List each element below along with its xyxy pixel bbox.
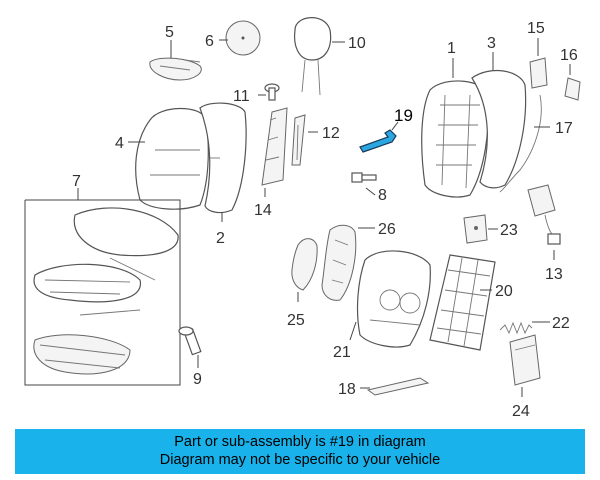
callout-25: 25 — [287, 312, 305, 329]
leader-19 — [391, 121, 399, 131]
callout-18: 18 — [338, 381, 356, 398]
callout-23: 23 — [500, 222, 518, 239]
part-14-shape — [261, 107, 288, 186]
callout-5: 5 — [165, 24, 174, 41]
part-6-shape — [225, 20, 261, 56]
part-24-shape — [509, 334, 541, 386]
callout-22: 22 — [552, 315, 570, 332]
part-21-shape — [356, 250, 431, 348]
part-1-shape — [421, 80, 489, 198]
part-5-shape — [149, 57, 202, 81]
callout-9: 9 — [193, 371, 202, 388]
callout-8: 8 — [378, 187, 387, 204]
callout-15: 15 — [527, 20, 545, 37]
callout-19: 19 — [394, 106, 413, 125]
part-2-shape — [199, 102, 247, 214]
callout-3: 3 — [487, 35, 496, 52]
part-22-shape — [499, 321, 533, 335]
part-13-shape — [527, 184, 561, 245]
callout-16: 16 — [560, 47, 578, 64]
part-8-shape — [351, 172, 377, 183]
info-banner-line-1: Part or sub-assembly is #19 in diagram — [174, 434, 426, 450]
part-11-shape — [264, 83, 280, 101]
callout-7: 7 — [72, 173, 81, 190]
leader-21 — [349, 321, 357, 341]
callout-17: 17 — [555, 120, 573, 137]
callout-1: 1 — [447, 40, 456, 57]
callout-13: 13 — [545, 266, 563, 283]
part-20-shape — [429, 254, 496, 351]
part-7-group — [24, 199, 181, 386]
info-banner-line-2: Diagram may not be specific to your vehi… — [159, 452, 441, 468]
callout-2: 2 — [216, 230, 225, 247]
part-15-shape — [529, 57, 548, 89]
callout-21: 21 — [333, 344, 351, 361]
callout-11: 11 — [233, 88, 250, 105]
part-12-shape — [291, 114, 306, 166]
part-10-shape — [293, 17, 332, 96]
parts-diagram: 5 6 10 11 12 14 4 2 — [24, 17, 581, 420]
info-banner: Part or sub-assembly is #19 in diagram D… — [15, 429, 585, 474]
leader-8 — [365, 187, 376, 196]
part-9-shape — [178, 326, 202, 356]
callout-12: 12 — [322, 125, 340, 142]
callout-24: 24 — [512, 403, 530, 420]
part-18-shape — [366, 377, 430, 396]
part-3-shape — [471, 70, 527, 189]
part-4-shape — [135, 107, 209, 210]
callout-14: 14 — [254, 202, 272, 219]
callout-6: 6 — [205, 33, 214, 50]
part-25-shape — [291, 238, 318, 291]
callout-20: 20 — [495, 283, 513, 300]
part-23-shape — [463, 214, 488, 244]
part-26-shape — [321, 224, 357, 301]
part-17-shape — [499, 94, 542, 193]
part-19-shape — [359, 129, 397, 153]
callout-26: 26 — [378, 221, 396, 238]
callout-10: 10 — [348, 35, 366, 52]
part-16-shape — [564, 77, 581, 101]
callout-4: 4 — [115, 135, 124, 152]
